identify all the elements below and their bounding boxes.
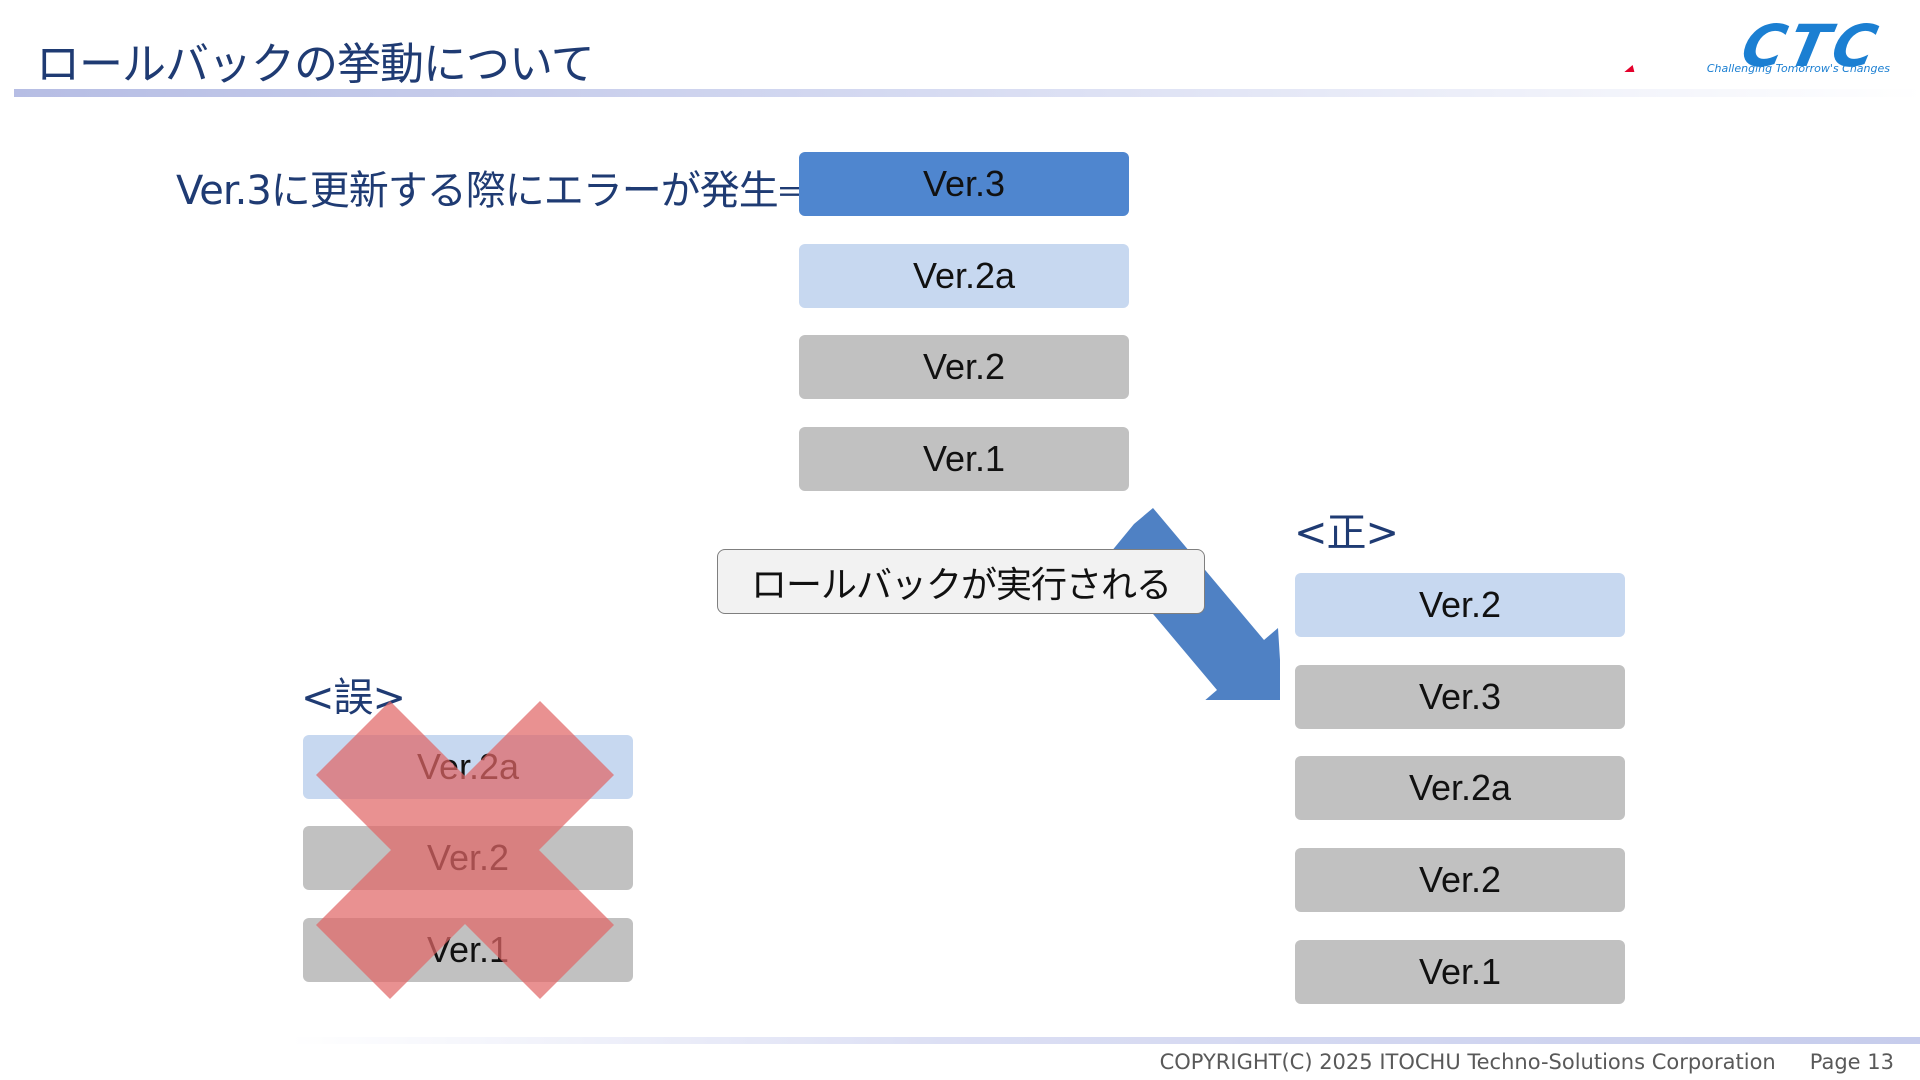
version-block: Ver.2 xyxy=(1295,848,1625,912)
version-block: Ver.2 xyxy=(1295,573,1625,637)
wrong-label: <誤> xyxy=(301,675,406,721)
version-block: Ver.1 xyxy=(799,427,1129,491)
version-block: Ver.3 xyxy=(799,152,1129,216)
title-underline xyxy=(14,89,1920,97)
rollback-callout: ロールバックが実行される xyxy=(717,549,1205,614)
correct-label: <正> xyxy=(1294,510,1399,556)
copyright-text: COPYRIGHT(C) 2025 ITOCHU Techno-Solution… xyxy=(1159,1050,1776,1074)
page-number: Page 13 xyxy=(1809,1050,1894,1074)
footer: COPYRIGHT(C) 2025 ITOCHU Techno-Solution… xyxy=(1160,1050,1894,1074)
version-block: Ver.1 xyxy=(1295,940,1625,1004)
page-title: ロールバックの挙動について xyxy=(36,39,595,90)
version-block: Ver.2a xyxy=(303,735,633,799)
version-block: Ver.1 xyxy=(303,918,633,982)
logo-red-mark-icon xyxy=(1624,65,1638,72)
error-caption: Ver.3に更新する際にエラーが発生⇒ xyxy=(176,168,811,214)
version-block: Ver.2a xyxy=(799,244,1129,308)
ctc-logo: CTC Challenging Tomorrow's Changes xyxy=(1622,12,1894,80)
logo-tagline: Challenging Tomorrow's Changes xyxy=(1706,62,1890,75)
footer-rule xyxy=(290,1037,1920,1044)
version-block: Ver.3 xyxy=(1295,665,1625,729)
version-block: Ver.2 xyxy=(799,335,1129,399)
version-block: Ver.2a xyxy=(1295,756,1625,820)
version-block: Ver.2 xyxy=(303,826,633,890)
